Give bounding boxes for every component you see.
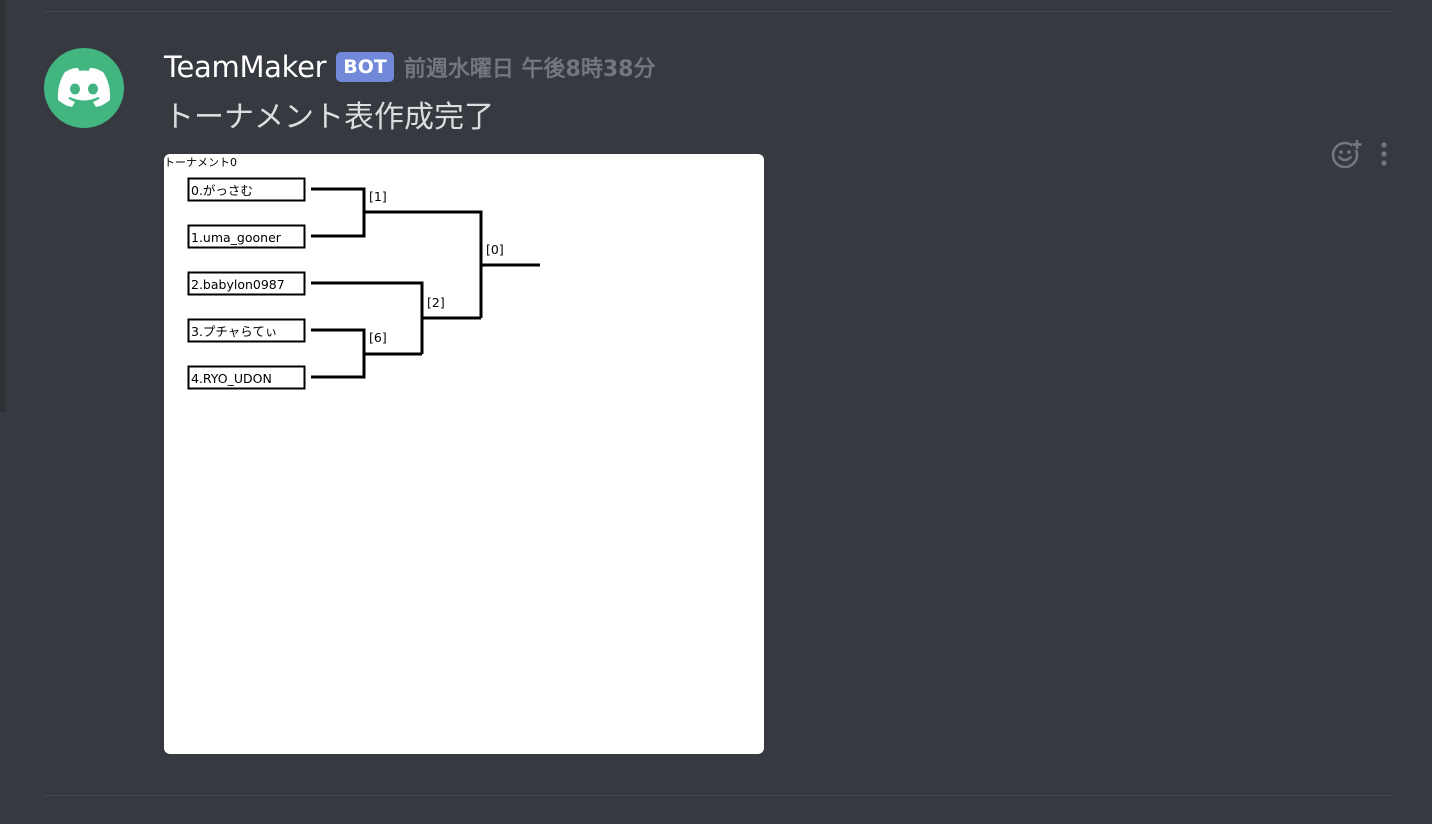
add-reaction-button[interactable] (1330, 138, 1364, 170)
player-name-3: 3.プチャらてぃ (191, 324, 277, 339)
match-label-2: [2] (427, 295, 445, 310)
match-label-1: [1] (369, 189, 387, 204)
discord-logo-icon (57, 67, 111, 107)
username[interactable]: TeamMaker (164, 50, 327, 84)
divider-bottom (44, 795, 1392, 796)
player-name-1: 1.uma_gooner (191, 230, 282, 245)
timestamp[interactable]: 前週水曜日 午後8時38分 (403, 57, 656, 82)
add-reaction-icon (1331, 140, 1362, 169)
bracket-lines (311, 187, 540, 379)
player-box-4 (187, 365, 306, 390)
player-box-1 (187, 224, 306, 249)
tournament-bracket: トーナメント0 0.がっさむ 1.uma_gooner 2.babylon098… (164, 156, 540, 390)
bot-badge: BOT (336, 52, 394, 82)
match-label-0: [0] (486, 242, 504, 257)
message-header: TeamMaker BOT 前週水曜日 午後8時38分 (164, 50, 655, 84)
player-box-3 (187, 318, 306, 343)
player-box-0 (187, 177, 306, 202)
player-box-2 (187, 271, 306, 296)
message-toolbar (1330, 138, 1388, 170)
message-content: トーナメント表作成完了 (164, 100, 494, 135)
match-label-6: [6] (369, 330, 387, 345)
avatar[interactable] (44, 48, 124, 128)
divider-top (44, 11, 1392, 12)
bracket-image-attachment[interactable]: トーナメント0 0.がっさむ 1.uma_gooner 2.babylon098… (164, 154, 764, 754)
player-name-0: 0.がっさむ (191, 183, 253, 198)
more-vertical-icon (1381, 142, 1387, 166)
player-name-4: 4.RYO_UDON (191, 371, 272, 386)
more-options-button[interactable] (1380, 141, 1388, 167)
player-name-2: 2.babylon0987 (191, 277, 285, 292)
bracket-title: トーナメント0 (164, 156, 237, 169)
scroll-edge (0, 0, 6, 412)
